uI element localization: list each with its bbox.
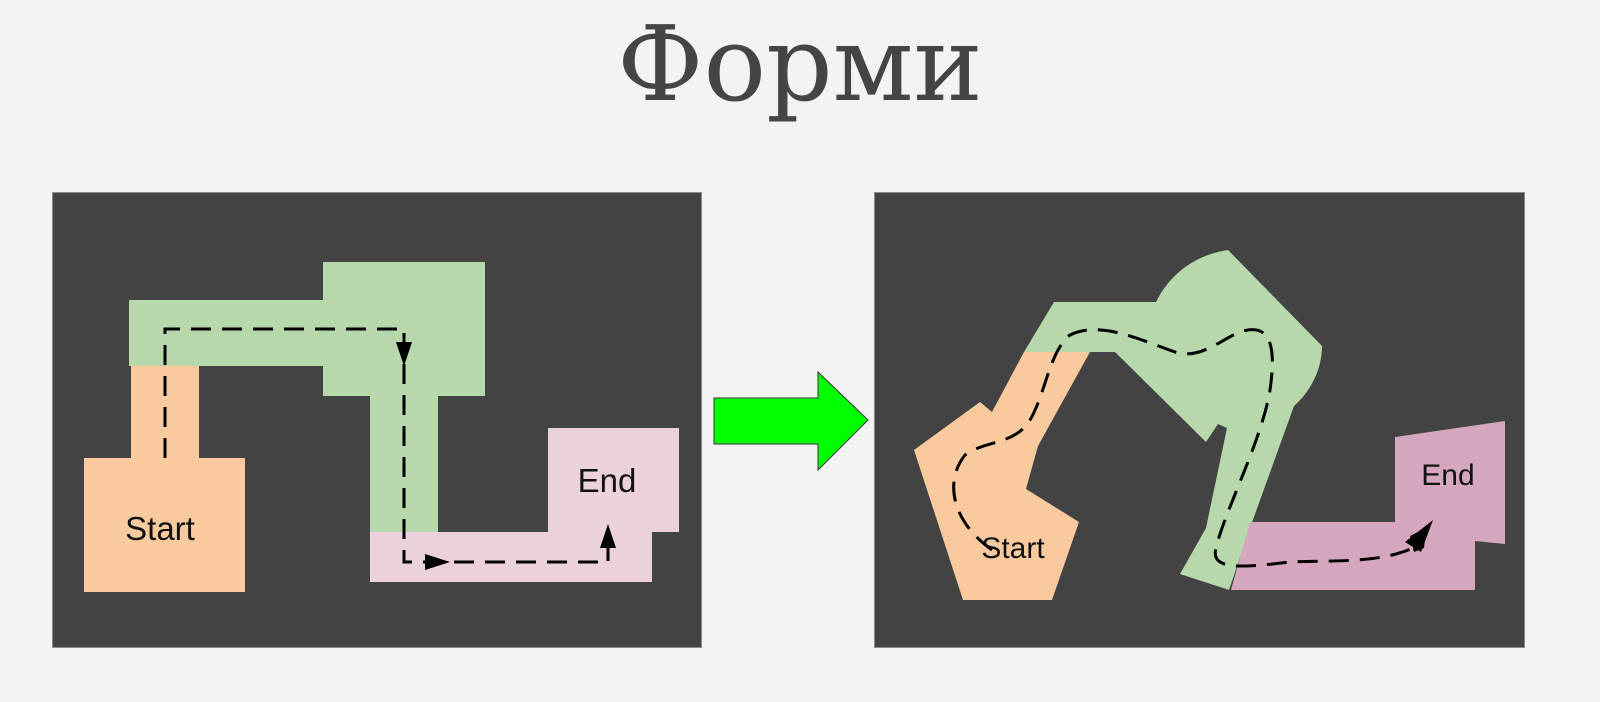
page-title: Форми [617, 3, 983, 125]
right-route-path [952, 328, 1416, 568]
right-end-room [1231, 421, 1505, 590]
right-route-arrowhead-tip [1405, 520, 1433, 552]
right-arrow-icon [713, 370, 869, 472]
left-start-room [84, 458, 245, 592]
left-route-arrowhead-right [425, 554, 450, 570]
right-diagram: Start End [914, 250, 1505, 600]
right-start-room [914, 352, 1090, 600]
left-route-arrowhead-down [396, 342, 412, 366]
left-route-path [163, 327, 610, 564]
left-start-label: Start [125, 510, 195, 547]
left-route-arrowhead-up [600, 524, 616, 548]
right-end-label: End [1421, 459, 1474, 492]
left-diagram: Start End [84, 262, 679, 592]
left-end-room-notch-fill [652, 430, 679, 532]
left-end-label: End [578, 462, 637, 499]
